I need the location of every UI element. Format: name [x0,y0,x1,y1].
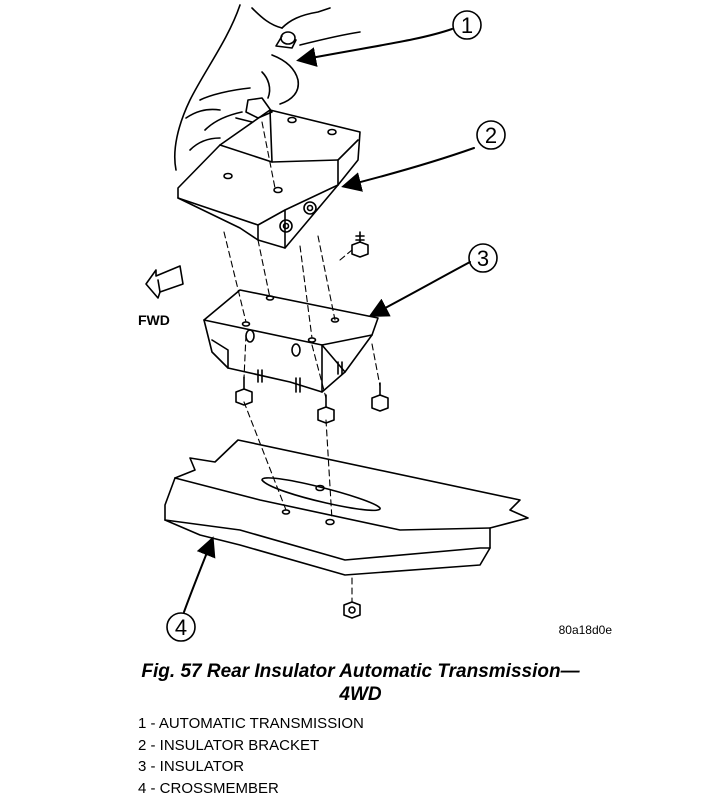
mounting-bolts [235,231,389,619]
callout-leaders [183,28,475,613]
caption-line-1: Fig. 57 Rear Insulator Automatic Transmi… [141,661,580,682]
legend-item-1: 1 - AUTOMATIC TRANSMISSION [138,715,364,732]
image-code: 80a18d0e [559,623,613,637]
insulator-bracket-part [177,109,361,249]
callout-legend: 1 - AUTOMATIC TRANSMISSION 2 - INSULATOR… [138,713,364,799]
forward-direction-arrow-icon [145,265,184,299]
callout-number-4: 4 [175,615,187,640]
insulator-part [203,289,379,393]
legend-item-3: 3 - INSULATOR [138,758,245,775]
crossmember-part [164,439,529,576]
callout-number-2: 2 [485,123,497,148]
legend-item-4: 4 - CROSSMEMBER [138,779,279,797]
callout-circle-4 [166,612,196,642]
callout-circle-1 [452,10,482,40]
caption-line-2: 4WD [339,684,382,705]
callout-number-3: 3 [477,246,489,271]
assembly-lines [223,121,381,603]
callout-number-1: 1 [461,13,473,38]
automatic-transmission-part [173,4,361,171]
exploded-view-drawing: 1 2 3 4 FWD 80a18d0e [138,4,613,642]
fwd-label: FWD [138,312,170,328]
callout-circle-3 [468,243,498,273]
legend-item-2: 2 - INSULATOR BRACKET [138,736,320,754]
callout-circle-2 [476,120,506,150]
figure-caption: Fig. 57 Rear Insulator Automatic Transmi… [0,660,721,706]
